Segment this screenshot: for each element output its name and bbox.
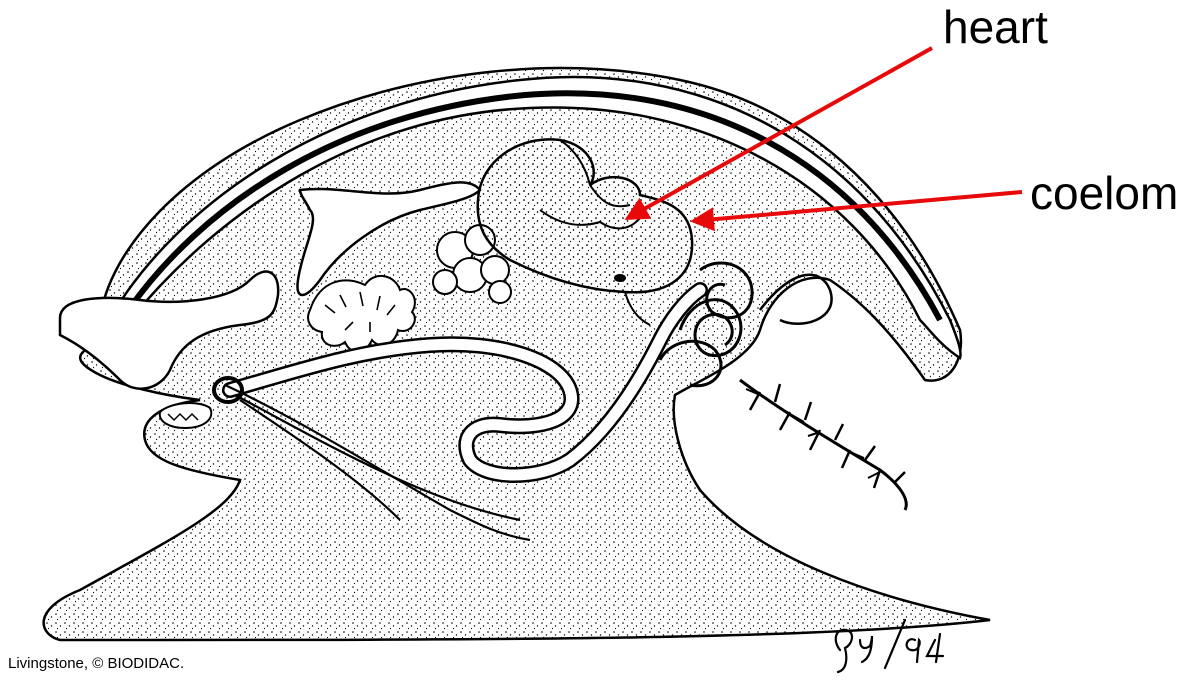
branching-lophophore: [740, 380, 906, 510]
coelom-label: coelom: [1030, 170, 1178, 216]
heart-label: heart: [943, 4, 1048, 50]
image-credit: Livingstone, © BIODIDAC.: [8, 655, 184, 672]
